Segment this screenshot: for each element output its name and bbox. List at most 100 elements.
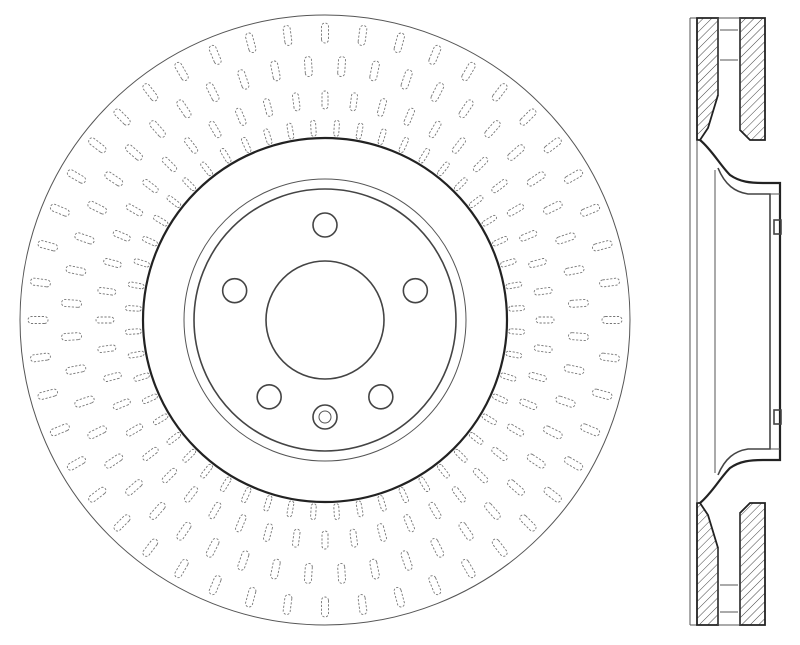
cooling-slot — [428, 575, 442, 596]
cooling-slot — [235, 514, 247, 533]
cooling-slot — [104, 171, 124, 187]
cooling-slot — [61, 299, 82, 308]
cooling-slot — [430, 538, 445, 558]
cooling-slot — [528, 258, 547, 269]
cooling-slot — [451, 486, 467, 503]
cooling-slot — [403, 514, 415, 533]
cooling-slot — [245, 586, 257, 608]
cooling-slot — [304, 56, 313, 77]
cooling-slot — [481, 214, 497, 227]
cooling-slot — [205, 82, 220, 102]
cooling-slot — [310, 119, 317, 137]
cooling-slot — [505, 350, 523, 359]
cooling-slot — [428, 501, 442, 520]
cooling-slot — [292, 528, 301, 548]
hat-outer-ring — [141, 136, 509, 504]
cooling-slot — [500, 258, 517, 268]
cooling-slot — [357, 594, 368, 615]
cooling-slot — [580, 423, 601, 437]
cooling-slot — [153, 214, 169, 227]
cooling-slot — [398, 136, 410, 153]
cooling-slot — [519, 514, 537, 532]
cooling-slot — [418, 476, 431, 492]
cooling-slot — [97, 287, 117, 296]
cooling-slot — [491, 178, 508, 194]
cooling-slot — [453, 448, 468, 463]
cooling-slot — [458, 99, 474, 119]
cooling-slot — [321, 596, 329, 618]
cooling-slot — [369, 558, 380, 580]
cooling-slot — [376, 98, 387, 117]
cooling-slot — [337, 563, 346, 584]
cooling-slot — [377, 495, 387, 512]
cooling-slot — [591, 240, 613, 252]
cooling-slot — [526, 171, 546, 187]
cooling-slot — [103, 371, 122, 382]
cooling-slot — [321, 90, 329, 110]
cooling-slot — [124, 328, 142, 335]
cooling-slot — [65, 364, 87, 375]
cooling-slot — [403, 107, 415, 126]
cooling-slot — [182, 177, 197, 192]
cooling-slot — [95, 316, 115, 324]
cooling-slot — [263, 98, 274, 117]
cooling-slot — [161, 156, 178, 173]
locator-hole — [312, 404, 338, 430]
cooling-slot — [418, 148, 431, 164]
cooling-slot — [400, 550, 413, 571]
cooling-slot — [183, 137, 199, 154]
cooling-slot — [393, 586, 405, 608]
cooling-slot — [87, 200, 107, 215]
cooling-slot — [519, 398, 538, 410]
cooling-slot — [491, 446, 508, 462]
cooling-slot — [174, 558, 189, 579]
cooling-slot — [563, 265, 585, 276]
cooling-slot — [200, 161, 213, 177]
cooling-slot — [112, 230, 131, 242]
cooling-slot — [543, 425, 563, 440]
cooling-slot — [30, 277, 51, 288]
cooling-slot — [507, 479, 525, 496]
cooling-slot — [393, 32, 405, 54]
cooling-slot — [519, 230, 538, 242]
cooling-slot — [235, 107, 247, 126]
cooling-slot — [337, 56, 346, 77]
hub-face-ring — [193, 188, 457, 452]
cooling-slot — [112, 398, 131, 410]
cooling-slot — [507, 144, 525, 161]
cooling-slot — [208, 44, 222, 65]
cooling-slot — [166, 432, 182, 445]
cooling-slot — [182, 448, 197, 463]
lug-hole — [402, 277, 429, 304]
cooling-slot — [461, 61, 476, 82]
cooling-slot — [200, 463, 213, 479]
lug-hole — [256, 384, 282, 410]
section-hatch-bottom-right — [739, 502, 766, 626]
cooling-slot — [526, 453, 546, 469]
cooling-slot — [484, 120, 501, 138]
cooling-slot — [430, 82, 445, 102]
cooling-slot — [508, 328, 526, 335]
cooling-slot — [591, 388, 613, 400]
center-bore — [265, 260, 385, 380]
cooling-slot — [304, 563, 313, 584]
cooling-slot — [142, 178, 159, 194]
cooling-slot — [321, 22, 329, 44]
cooling-slot — [87, 425, 107, 440]
cooling-slot — [398, 487, 410, 504]
cooling-slot — [133, 372, 150, 382]
cooling-slot — [506, 423, 525, 437]
cooling-slot — [500, 372, 517, 382]
cooling-slot — [149, 120, 166, 138]
rotor-section-view — [689, 17, 782, 626]
cooling-slot — [113, 108, 131, 126]
cooling-slot — [472, 467, 489, 484]
hat-profile-outer — [699, 139, 782, 504]
cooling-slot — [568, 332, 589, 341]
cooling-slot — [355, 122, 364, 140]
cooling-slot — [127, 281, 145, 290]
lug-hole — [368, 384, 394, 410]
cooling-slot — [282, 594, 293, 615]
cooling-slot — [74, 395, 95, 408]
